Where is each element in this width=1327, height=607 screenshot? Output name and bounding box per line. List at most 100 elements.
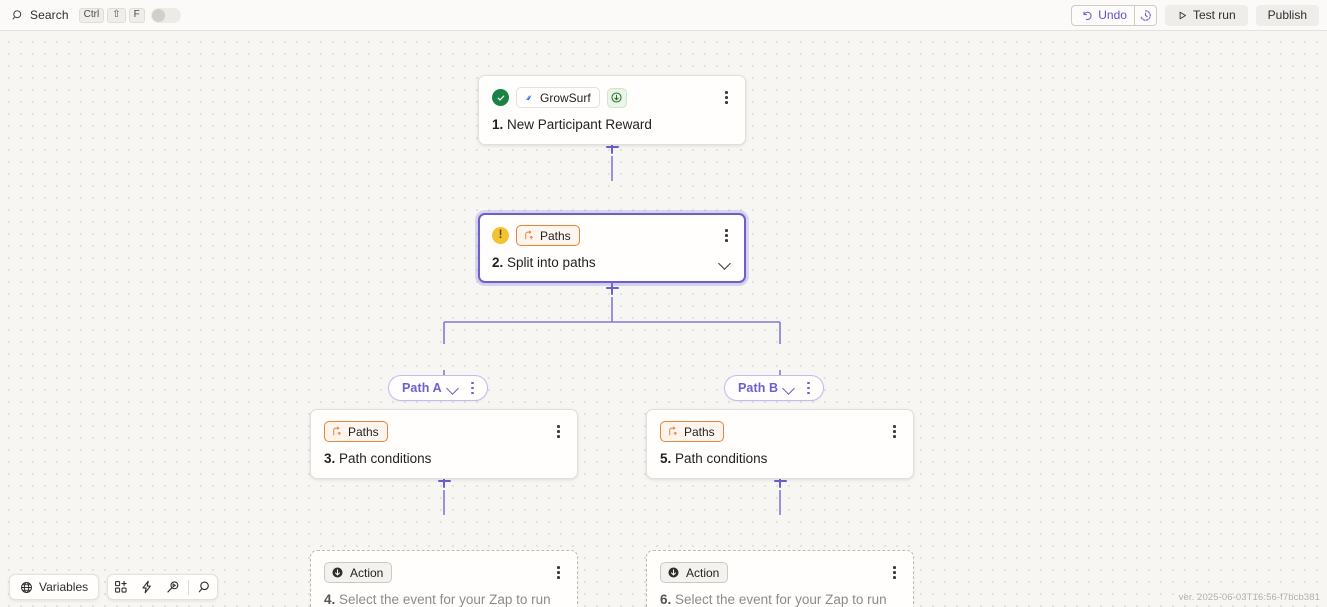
- type-badge-label-5: Paths: [684, 424, 715, 439]
- variables-group: Variables: [9, 574, 100, 600]
- node-card-6[interactable]: Action 6. Select the event for your Zap …: [646, 550, 914, 607]
- ai-assist-button[interactable]: [160, 575, 186, 599]
- history-clock-icon: [1139, 9, 1152, 22]
- node-3-title-row: 3. Path conditions: [311, 451, 577, 478]
- type-badge-label-3: Paths: [348, 424, 379, 439]
- path-pill-b[interactable]: Path B: [724, 375, 825, 401]
- canvas-bottom-toolbar: Variables: [9, 574, 219, 600]
- node-card-5[interactable]: Paths 5. Path conditions: [646, 409, 914, 479]
- globe-icon: [20, 581, 33, 594]
- type-badge-paths-5[interactable]: Paths: [660, 421, 724, 442]
- top-toolbar: Search Ctrl ⇧ F Undo: [0, 0, 1327, 31]
- zoom-search-button[interactable]: [191, 575, 217, 599]
- variables-button[interactable]: Variables: [10, 575, 98, 599]
- node-1-title: 1. New Participant Reward: [492, 117, 652, 132]
- app-badge-label: GrowSurf: [540, 90, 591, 105]
- publish-label: Publish: [1267, 8, 1307, 22]
- node-6-step-number: 6.: [660, 592, 672, 607]
- undo-arrow-icon: [1081, 9, 1093, 21]
- workflow-canvas[interactable]: GrowSurf 1. New Participant Reward: [0, 31, 1327, 607]
- canvas-tools-group: [107, 574, 219, 600]
- path-b-menu-button[interactable]: [801, 380, 816, 397]
- type-badge-label-4: Action: [350, 565, 384, 580]
- node-6-title: 6. Select the event for your Zap to run: [660, 592, 887, 607]
- undo-button[interactable]: Undo: [1071, 4, 1134, 26]
- header-toggle[interactable]: [150, 7, 181, 23]
- node-3-step-number: 3.: [324, 451, 336, 466]
- add-block-icon: [114, 580, 128, 594]
- node-6-menu-button[interactable]: [887, 564, 902, 581]
- paths-branch-icon: [523, 230, 534, 241]
- add-step-button-3[interactable]: [436, 473, 453, 490]
- trigger-bolt-icon: [606, 87, 627, 108]
- node-3-title: 3. Path conditions: [324, 451, 431, 466]
- node-6-title-row: 6. Select the event for your Zap to run: [647, 592, 913, 607]
- paths-branch-icon: [667, 426, 678, 437]
- node-2-title-row: 2. Split into paths: [480, 255, 744, 281]
- node-card-4[interactable]: Action 4. Select the event for your Zap …: [310, 550, 578, 607]
- node-5-header: Paths: [647, 410, 913, 442]
- node-5-title: 5. Path conditions: [660, 451, 767, 466]
- path-a-menu-button[interactable]: [465, 380, 480, 397]
- kbd-shift: ⇧: [107, 7, 126, 23]
- path-a-chevron-down-icon[interactable]: [447, 384, 460, 392]
- node-5-title-row: 5. Path conditions: [647, 451, 913, 478]
- search-button[interactable]: Search: [8, 6, 73, 24]
- node-card-3[interactable]: Paths 3. Path conditions: [310, 409, 578, 479]
- node-1-header: GrowSurf: [479, 76, 745, 108]
- add-step-button-2[interactable]: [604, 280, 621, 297]
- node-4-title-row: 4. Select the event for your Zap to run: [311, 592, 577, 607]
- node-card-2[interactable]: ! Paths 2.: [478, 213, 746, 283]
- node-1-title-row: 1. New Participant Reward: [479, 117, 745, 144]
- node-1-step-number: 1.: [492, 117, 504, 132]
- node-5-menu-button[interactable]: [887, 423, 902, 440]
- node-4-step-number: 4.: [324, 592, 336, 607]
- action-arrow-icon: [667, 566, 680, 579]
- node-4-menu-button[interactable]: [551, 564, 566, 581]
- node-6-title-text: Select the event for your Zap to run: [675, 592, 887, 607]
- growsurf-logo-icon: [523, 92, 534, 103]
- node-5-step-number: 5.: [660, 451, 672, 466]
- node-2-header: ! Paths: [480, 215, 744, 246]
- node-card-1[interactable]: GrowSurf 1. New Participant Reward: [478, 75, 746, 145]
- node-2-expand-chevron-down-icon[interactable]: [719, 259, 732, 267]
- node-3-title-text: Path conditions: [339, 451, 432, 466]
- type-badge-action-6[interactable]: Action: [660, 562, 729, 583]
- top-toolbar-right: Undo Test run: [1071, 4, 1319, 26]
- path-b-chevron-down-icon[interactable]: [783, 384, 796, 392]
- undo-label: Undo: [1098, 8, 1127, 22]
- undo-group: Undo: [1071, 4, 1157, 26]
- path-pill-a[interactable]: Path A: [388, 375, 488, 401]
- search-label: Search: [30, 8, 69, 22]
- test-run-button[interactable]: Test run: [1164, 4, 1248, 26]
- node-4-title-text: Select the event for your Zap to run: [339, 592, 551, 607]
- zap-actions-button[interactable]: [134, 575, 160, 599]
- play-icon: [1177, 10, 1188, 21]
- type-badge-action-4[interactable]: Action: [324, 562, 393, 583]
- node-2-title: 2. Split into paths: [492, 255, 596, 270]
- node-5-title-text: Path conditions: [675, 451, 768, 466]
- node-6-header: Action: [647, 551, 913, 583]
- search-icon: [12, 9, 24, 21]
- node-3-menu-button[interactable]: [551, 423, 566, 440]
- app-badge-growsurf[interactable]: GrowSurf: [516, 87, 600, 108]
- type-badge-paths-2[interactable]: Paths: [516, 225, 580, 246]
- add-block-button[interactable]: [108, 575, 134, 599]
- publish-button[interactable]: Publish: [1255, 4, 1319, 26]
- node-4-title: 4. Select the event for your Zap to run: [324, 592, 551, 607]
- type-badge-label-2: Paths: [540, 228, 571, 243]
- type-badge-paths-3[interactable]: Paths: [324, 421, 388, 442]
- version-history-button[interactable]: [1133, 4, 1157, 26]
- add-step-button-1[interactable]: [604, 139, 621, 156]
- node-1-menu-button[interactable]: [719, 89, 734, 106]
- node-4-header: Action: [311, 551, 577, 583]
- node-1-title-text: New Participant Reward: [507, 117, 652, 132]
- add-step-button-4[interactable]: [772, 473, 789, 490]
- search-shortcut: Ctrl ⇧ F: [78, 7, 145, 23]
- zoom-search-icon: [197, 580, 211, 594]
- node-2-step-number: 2.: [492, 255, 504, 270]
- node-2-menu-button[interactable]: [719, 227, 734, 244]
- node-2-title-text: Split into paths: [507, 255, 596, 270]
- toolbar-divider: [188, 579, 190, 595]
